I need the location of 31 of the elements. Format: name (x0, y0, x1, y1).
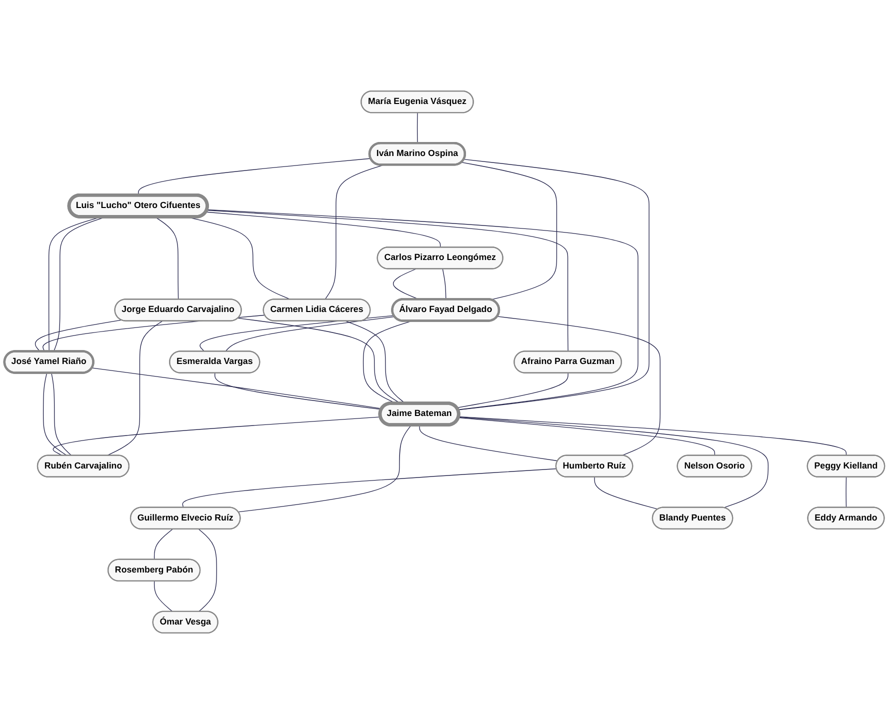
connector (52, 416, 381, 456)
connector (34, 320, 122, 352)
connector (238, 424, 412, 512)
connector (154, 216, 179, 300)
connector (51, 372, 72, 456)
connector (458, 417, 716, 456)
connector (138, 158, 372, 196)
connector (106, 320, 163, 456)
connector (198, 528, 217, 612)
connector (496, 316, 660, 456)
connector (416, 112, 418, 144)
connector (214, 372, 382, 410)
connector (458, 416, 847, 456)
connector (846, 476, 847, 508)
connector (205, 212, 441, 248)
connector (461, 162, 558, 300)
connector (206, 209, 638, 410)
connector (206, 210, 568, 352)
connector (42, 372, 68, 456)
connector (456, 372, 568, 408)
connector (594, 476, 658, 510)
connector (92, 368, 382, 409)
connector (442, 268, 446, 300)
connector (458, 159, 650, 410)
connector (458, 416, 769, 508)
connector (154, 528, 173, 560)
connector (419, 424, 558, 462)
connector (154, 580, 173, 612)
connector (345, 320, 406, 404)
connector (182, 468, 557, 508)
connector (225, 316, 396, 352)
